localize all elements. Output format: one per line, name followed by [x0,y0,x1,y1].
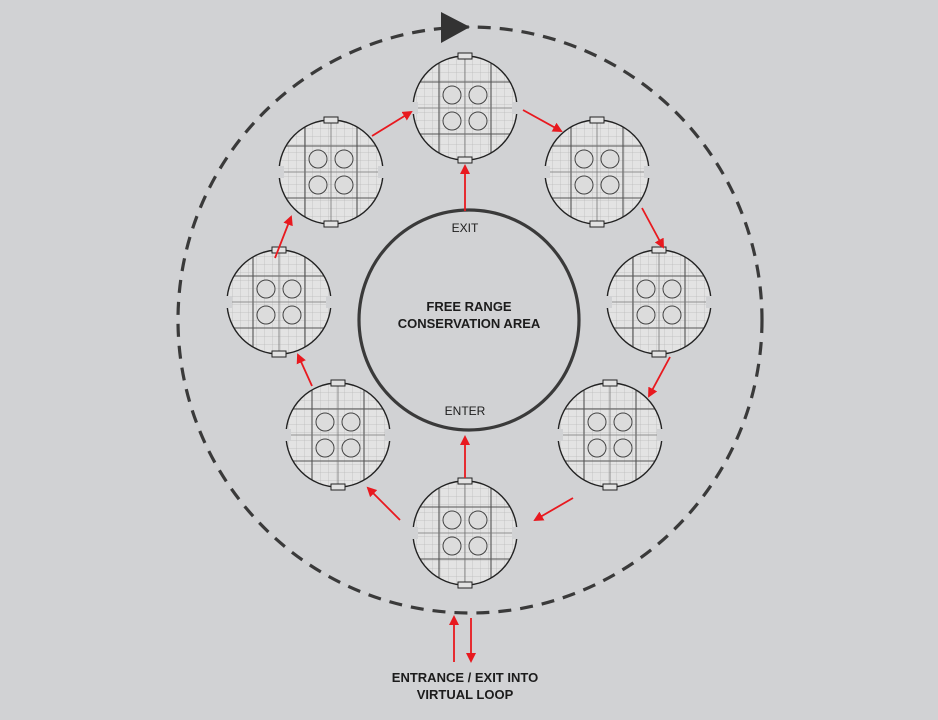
flow-arrow [371,110,413,137]
habitat-pod [543,116,651,228]
habitat-pod [605,246,713,358]
triangle-play-icon [441,12,470,43]
conservation-area: FREE RANGE CONSERVATION AREA EXIT ENTER [357,208,581,432]
virtual-loop-path [176,25,764,615]
habitat-pod [556,379,664,491]
conservation-area-title-line1: FREE RANGE [426,299,512,314]
flow-arrow [648,356,671,398]
flow-arrow [641,207,664,249]
enter-label: ENTER [445,404,486,418]
flow-arrow [522,109,563,132]
conservation-area-title-line2: CONSERVATION AREA [398,316,541,331]
habitat-pod [284,379,392,491]
flow-arrow [366,486,401,521]
habitat-pod [277,116,385,228]
pod-ring [225,52,713,589]
flow-arrows [274,109,671,663]
flow-arrow [533,497,574,522]
habitat-pod [411,477,519,589]
exit-label: EXIT [452,221,479,235]
habitat-pod [225,246,333,358]
flow-arrow [274,215,293,259]
entrance-label-line1: ENTRANCE / EXIT INTO [392,670,538,685]
flow-arrow [296,353,313,387]
habitat-pod [411,52,519,164]
entrance-label-line2: VIRTUAL LOOP [417,687,514,702]
